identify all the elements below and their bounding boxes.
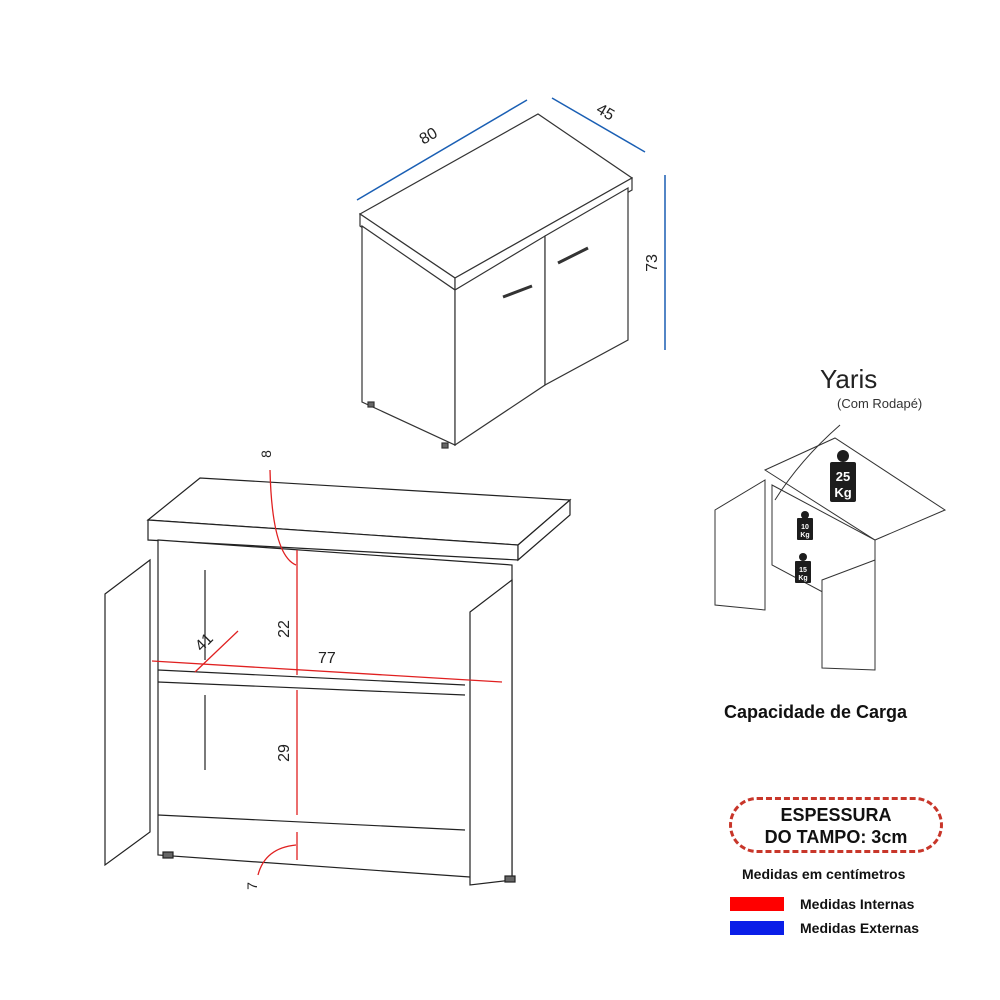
legend-swatch-blue [730,921,784,935]
legend-internal: Medidas Internas [730,896,914,912]
dim-height-label: 73 [643,254,661,272]
svg-text:10: 10 [801,524,809,531]
legend-label: Medidas Externas [800,920,920,936]
internal-dimension-lines [151,469,503,876]
badge-line-2: DO TAMPO: 3cm [764,827,908,847]
legend-external: Medidas Externas [730,920,919,936]
load-cabinet [714,424,947,671]
external-dimension-lines [356,97,666,350]
dim-lower-height-label: 29 [275,744,293,762]
legend-label: Medidas Internas [800,896,915,912]
front-cabinet [104,477,572,886]
svg-text:Kg: Kg [798,575,807,582]
top-thickness-badge: ESPESSURA DO TAMPO: 3cm [729,797,943,853]
svg-text:Kg: Kg [800,532,809,539]
dim-plinth-label: 7 [243,882,260,890]
weight-25: 25 [836,469,850,484]
weight-icons [795,450,856,583]
units-note: Medidas em centímetros [742,866,906,882]
dim-internal-width-label: 77 [318,650,336,667]
dim-upper-height-label: 22 [275,620,293,638]
load-capacity-caption: Capacidade de Carga [724,702,908,722]
svg-text:15: 15 [799,567,807,574]
top-cabinet [358,113,634,449]
product-name: Yaris [820,364,878,394]
badge-line-1: ESPESSURA [780,805,892,825]
dim-top-gap-label: 8 [257,450,274,458]
product-subtitle: (Com Rodapé) [837,396,923,411]
legend-swatch-red [730,897,784,911]
svg-text:Kg: Kg [834,485,851,500]
